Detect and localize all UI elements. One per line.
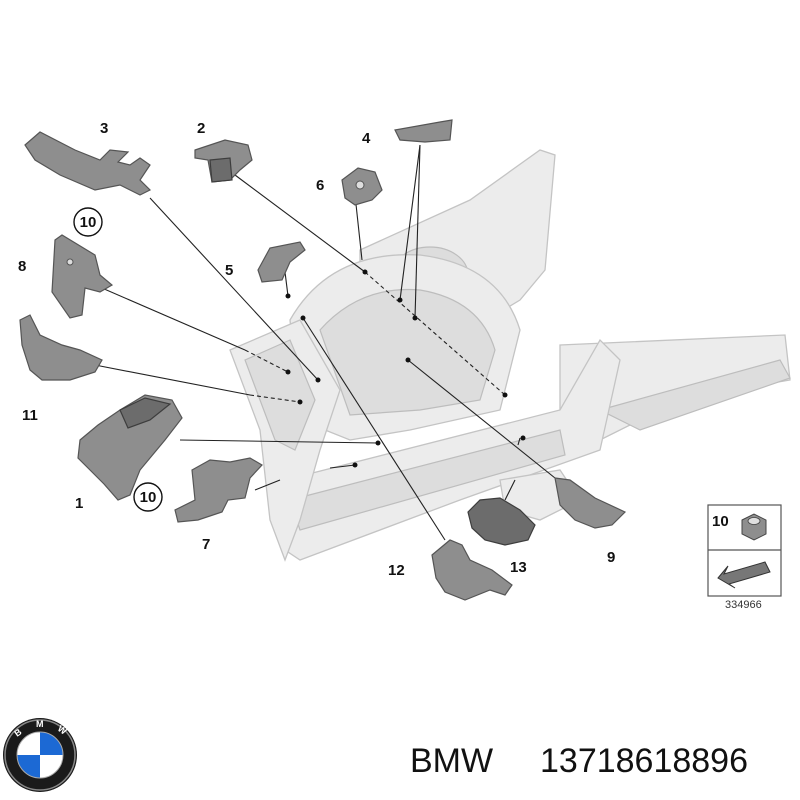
circle-label-10-bottom [133,482,163,512]
label-6: 6 [316,177,324,194]
vehicle-front-structure [229,149,791,562]
part-6-bracket[interactable] [341,167,383,206]
callout-labels: 3 2 4 6 5 8 11 1 7 12 13 9 10 10 [18,120,615,579]
svg-text:B: B [12,726,23,738]
footer-part-number: BMW 13718618896 [410,742,748,780]
part-3-bracket[interactable] [24,131,152,196]
label-5: 5 [225,262,233,279]
part-5-bracket[interactable] [257,241,306,283]
svg-text:10: 10 [140,489,157,506]
part-2-bracket[interactable] [194,139,253,183]
circle-label-10-top [73,207,103,237]
svg-text:M: M [36,719,44,729]
bmw-logo: B M W [3,718,77,792]
reference-code: 334966 [725,599,762,611]
part-12-bracket[interactable] [431,539,513,601]
label-11: 11 [22,407,38,424]
label-7: 7 [202,536,210,553]
part-7-bracket[interactable] [174,457,263,523]
label-9: 9 [607,549,615,566]
label-13: 13 [510,559,527,576]
svg-text:10: 10 [80,214,97,231]
label-2: 2 [197,120,205,137]
brand-text: BMW [410,742,493,780]
legend-number: 10 [712,513,729,530]
legend-box: 10 334966 [707,504,782,611]
label-3: 3 [100,120,108,137]
label-8: 8 [18,258,26,275]
part-13-bracket[interactable] [467,497,536,546]
label-4: 4 [362,130,371,147]
part-11-bracket[interactable] [19,314,103,381]
label-12: 12 [388,562,405,579]
part-4-bracket[interactable] [394,119,453,143]
leader-lines [94,144,556,541]
label-1: 1 [75,495,83,512]
part-8-bracket[interactable] [51,234,114,319]
nut-icon [741,513,767,541]
part-number-text: 13718618896 [540,742,748,780]
part-1-bracket[interactable] [77,394,183,501]
arrow-icon [717,561,771,589]
part-9-bracket[interactable] [554,477,627,529]
